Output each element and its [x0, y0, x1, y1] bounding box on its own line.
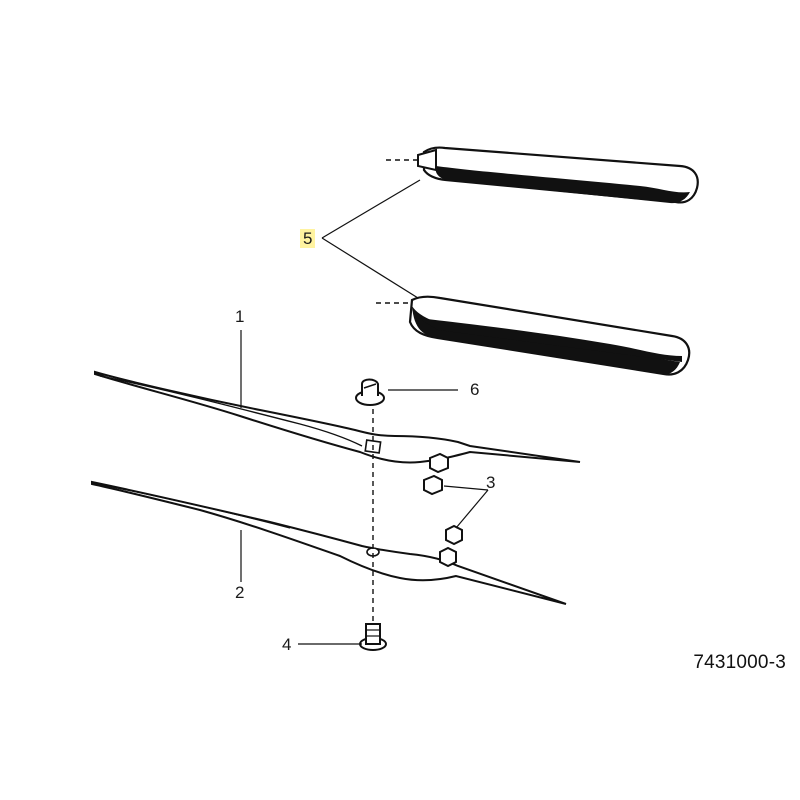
leader-lines [240, 330, 489, 645]
nuts [423, 452, 463, 568]
bolt [359, 623, 387, 651]
upper-handle-grip [386, 146, 699, 204]
drawing-code: 7431000-3 [693, 652, 786, 673]
callout-1: 1 [235, 307, 245, 326]
callout-2: 2 [235, 583, 245, 602]
upper-blade [94, 370, 581, 464]
callout-4: 4 [282, 635, 292, 654]
leader-lines-5 [321, 179, 421, 299]
callout-6: 6 [470, 380, 480, 399]
lower-blade [91, 480, 567, 605]
callout-5: 5 [300, 229, 316, 248]
pivot-screw-head [355, 378, 385, 406]
callout-3: 3 [486, 473, 496, 492]
lower-handle-grip [376, 295, 691, 376]
